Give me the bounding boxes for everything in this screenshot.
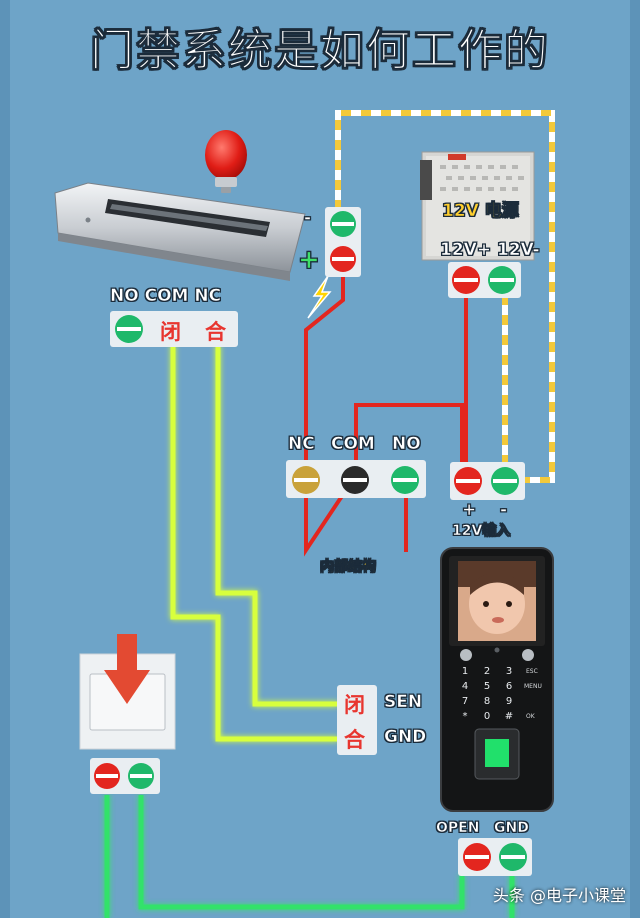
lock-terminal-block [325,207,361,277]
right-rail [630,0,640,918]
green-wires [104,795,515,918]
keypad-grid: 1 2 3 4 5 6 7 8 9 * 0 # [452,666,542,726]
relay-com-label: COM [331,434,375,455]
open-terminal [463,843,491,871]
page-title: 门禁系统是如何工作的 [90,25,550,77]
exit-green-terminal [128,763,154,789]
keypad-key[interactable]: 9 [505,696,513,707]
lock-minus-terminal [330,211,356,237]
watermark: 头条 @电子小课堂 [492,886,626,905]
relay-nc-terminal [292,466,320,494]
lightning-bolt-icon [307,275,332,319]
down-arrow-icon [104,634,150,704]
alarm-light-icon [205,130,247,193]
relay-no-terminal [391,466,419,494]
keypad-key[interactable]: # [504,711,514,722]
keypad-key[interactable]: 5 [483,681,491,692]
sensor-gnd-label: GND [384,727,427,748]
sen-label: SEN [384,692,423,713]
red-wires [304,268,468,557]
keypad-key[interactable]: * [462,711,468,722]
magnetic-lock [54,182,306,281]
button-relay-block [110,311,238,347]
vent-holes [440,165,524,191]
relay-com-terminal [341,466,369,494]
psu-terminal-block [448,262,521,298]
power-supply-terminals-label: 12V+ 12V- [440,240,540,261]
input-minus-terminal [491,467,519,495]
relay-block [286,460,426,498]
input-plus-label: + [462,500,477,521]
lock-minus-label: - [304,208,312,229]
keypad-key[interactable]: 1 [461,666,469,677]
yellow-wires [170,345,338,742]
ok-key[interactable]: OK [526,713,535,720]
keypad-key[interactable]: 4 [461,681,469,692]
controller-gnd-label: GND [494,820,529,837]
left-rail [0,0,10,918]
12v-input-caption: 12V输入 [452,523,511,540]
keypad-key[interactable]: 6 [505,681,513,692]
power-supply [420,151,535,261]
keypad-key[interactable]: 3 [505,666,513,677]
relay-no-label: NO [392,434,421,455]
lock-plus-label: + [298,245,320,276]
power-supply-label: 12V 电源 [442,201,519,222]
input-plus-terminal [454,467,482,495]
input-minus-label: - [500,500,508,521]
exit-button-terminal-block [90,758,160,794]
relay-nc-label: NC [288,434,315,455]
button-closed-char-1: 闭 [160,320,181,344]
sensor-terminal-block [337,685,377,755]
esc-key[interactable]: ESC [526,668,538,675]
button-closed-char-2: 合 [205,320,226,344]
internal-structure-caption: 内部结构 [320,559,377,576]
lock-plus-terminal [330,246,356,272]
keypad-key[interactable]: 8 [483,696,491,707]
psu-minus-terminal [488,266,516,294]
menu-key[interactable]: MENU [524,683,542,690]
face-photo [458,561,536,641]
dashed-return-wire [335,110,555,483]
psu-plus-terminal [452,266,480,294]
keypad: 1 2 3 4 5 6 7 8 9 * 0 # ESC MENU OK [452,666,542,726]
no-com-nc-label: NO COM NC [110,286,222,307]
gnd-terminal [499,843,527,871]
sensor-closed-char-1: 闭 [344,693,365,717]
no-terminal [115,315,143,343]
controller-terminal-block [458,838,532,876]
open-label: OPEN [436,820,480,837]
access-controller [440,547,554,812]
exit-button [79,634,176,750]
keypad-key[interactable]: 2 [483,666,491,677]
keypad-key[interactable]: 7 [461,696,469,707]
input-terminal-block [450,462,525,500]
keypad-key[interactable]: 0 [483,711,491,722]
sensor-closed-char-2: 合 [344,728,365,752]
exit-red-terminal [94,763,120,789]
